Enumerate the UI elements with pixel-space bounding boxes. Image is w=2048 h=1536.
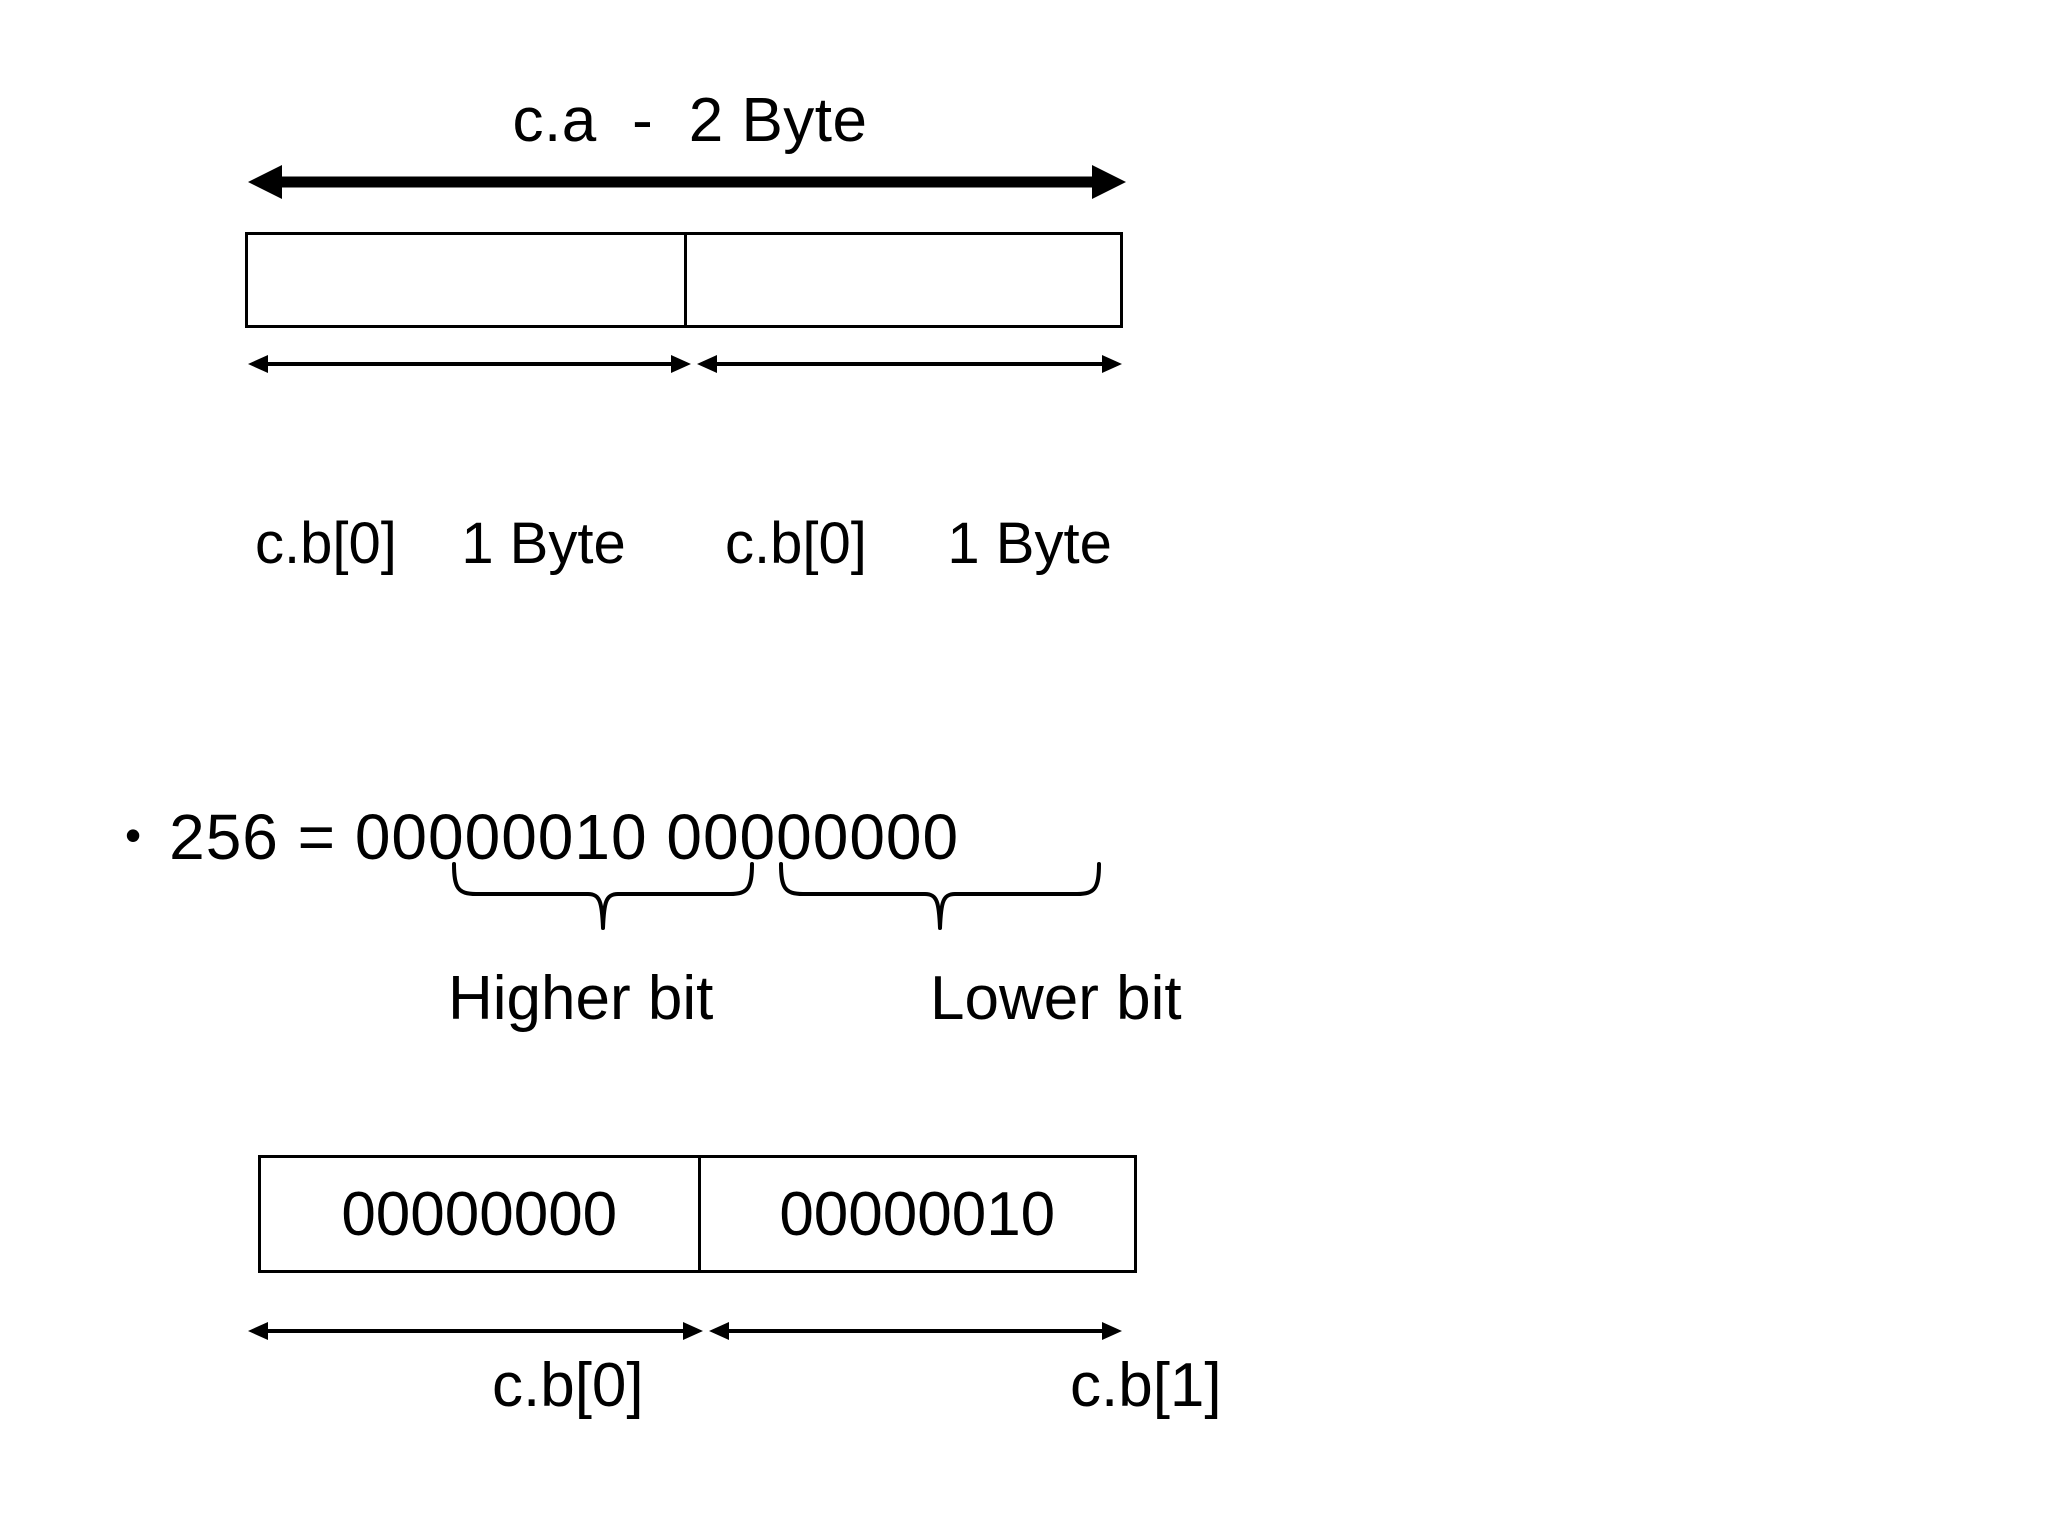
byte-cell-bottom-0: 00000000 [341,1179,618,1249]
byte-span-arrow-bottom-left [248,1315,703,1347]
byte-box-top [245,232,1123,328]
brace-lower-bit [775,862,1105,932]
binary-equation-text: 256 = 00000010 00000000 [169,801,960,873]
byte-box-bottom: 00000000 00000010 [258,1155,1137,1273]
brace-higher-bit [448,862,758,932]
segment-label-bottom-0: c.b[0] [492,1351,644,1420]
byte-span-arrow-top-right [697,348,1122,380]
byte-span-arrow-bottom-right [709,1315,1122,1347]
byte-cell-top-0 [248,235,684,325]
label-higher-bit: Higher bit [448,964,714,1033]
two-byte-span-arrow [248,158,1126,206]
segment-label-top-1: c.b[0] 1 Byte [725,511,1112,576]
binary-bullet-line: • 256 = 00000010 00000000 [125,800,959,874]
segment-label-top-0: c.b[0] 1 Byte [255,511,626,576]
bullet-dot-icon: • [125,809,142,861]
byte-cell-top-1 [684,235,1120,325]
label-lower-bit: Lower bit [930,964,1182,1033]
byte-span-arrow-top-left [248,348,691,380]
byte-cell-bottom-1: 00000010 [697,1158,1135,1270]
segment-label-bottom-1: c.b[1] [1070,1351,1222,1420]
diagram-top-title: c.a - 2 Byte [512,86,868,155]
